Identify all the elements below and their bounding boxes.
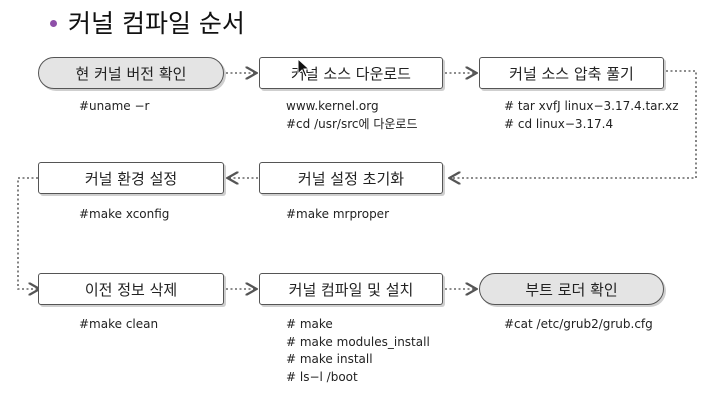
command-line: www.kernel.org <box>286 99 379 113</box>
command-line: #cd /usr/src에 다운로드 <box>286 116 418 131</box>
slide-title: 커널 컴파일 순서 <box>68 9 245 38</box>
step-commands-2: www.kernel.org #cd /usr/src에 다운로드 <box>286 98 418 133</box>
command-line: # make <box>286 317 333 331</box>
step-label: 부트 로더 확인 <box>525 280 618 299</box>
command-line: #cat /etc/grub2/grub.cfg <box>504 317 653 331</box>
step-commands-1: #uname −r <box>79 98 150 116</box>
mouse-pointer-icon <box>297 58 311 78</box>
step-box-3: 커널 소스 압축 풀기 <box>479 57 664 89</box>
command-line: #make clean <box>79 317 159 331</box>
command-line: # ls−l /boot <box>286 369 358 384</box>
command-line: # cd linux−3.17.4 <box>504 116 614 131</box>
step-label: 커널 컴파일 및 설치 <box>288 280 414 299</box>
step-commands-5: #make xconfig <box>79 206 169 224</box>
step-commands-8: #cat /etc/grub2/grub.cfg <box>504 316 653 334</box>
bullet-dot-icon <box>50 20 57 27</box>
step-commands-7: # make # make modules_install # make ins… <box>286 316 430 386</box>
step-box-8: 부트 로더 확인 <box>479 273 664 305</box>
step-label: 커널 설정 초기화 <box>297 169 405 188</box>
step-commands-4: #make mrproper <box>286 206 389 224</box>
command-line: #make mrproper <box>286 207 390 221</box>
command-line: # tar xvfJ linux−3.17.4.tar.xz <box>504 99 679 113</box>
step-box-2: 커널 소스 다운로드 <box>259 57 443 89</box>
connector-5-6 <box>17 177 38 289</box>
step-box-6: 이전 정보 삭제 <box>38 273 224 305</box>
command-line: # make install <box>286 352 373 366</box>
step-label: 커널 환경 설정 <box>84 169 178 188</box>
step-label: 커널 소스 다운로드 <box>291 64 411 83</box>
step-box-7: 커널 컴파일 및 설치 <box>259 273 443 305</box>
command-line: # make modules_install <box>286 334 430 349</box>
step-commands-3: # tar xvfJ linux−3.17.4.tar.xz # cd linu… <box>504 98 679 133</box>
step-label: 커널 소스 압축 풀기 <box>509 64 634 83</box>
step-commands-6: #make clean <box>79 316 158 334</box>
command-line: #uname −r <box>79 99 150 113</box>
step-box-4: 커널 설정 초기화 <box>259 162 443 194</box>
step-box-5: 커널 환경 설정 <box>38 162 224 194</box>
step-box-1: 현 커널 버전 확인 <box>38 57 224 89</box>
connector-3-4 <box>451 70 697 178</box>
step-label: 현 커널 버전 확인 <box>75 64 187 83</box>
command-line: #make xconfig <box>79 207 170 221</box>
step-label: 이전 정보 삭제 <box>84 280 178 299</box>
